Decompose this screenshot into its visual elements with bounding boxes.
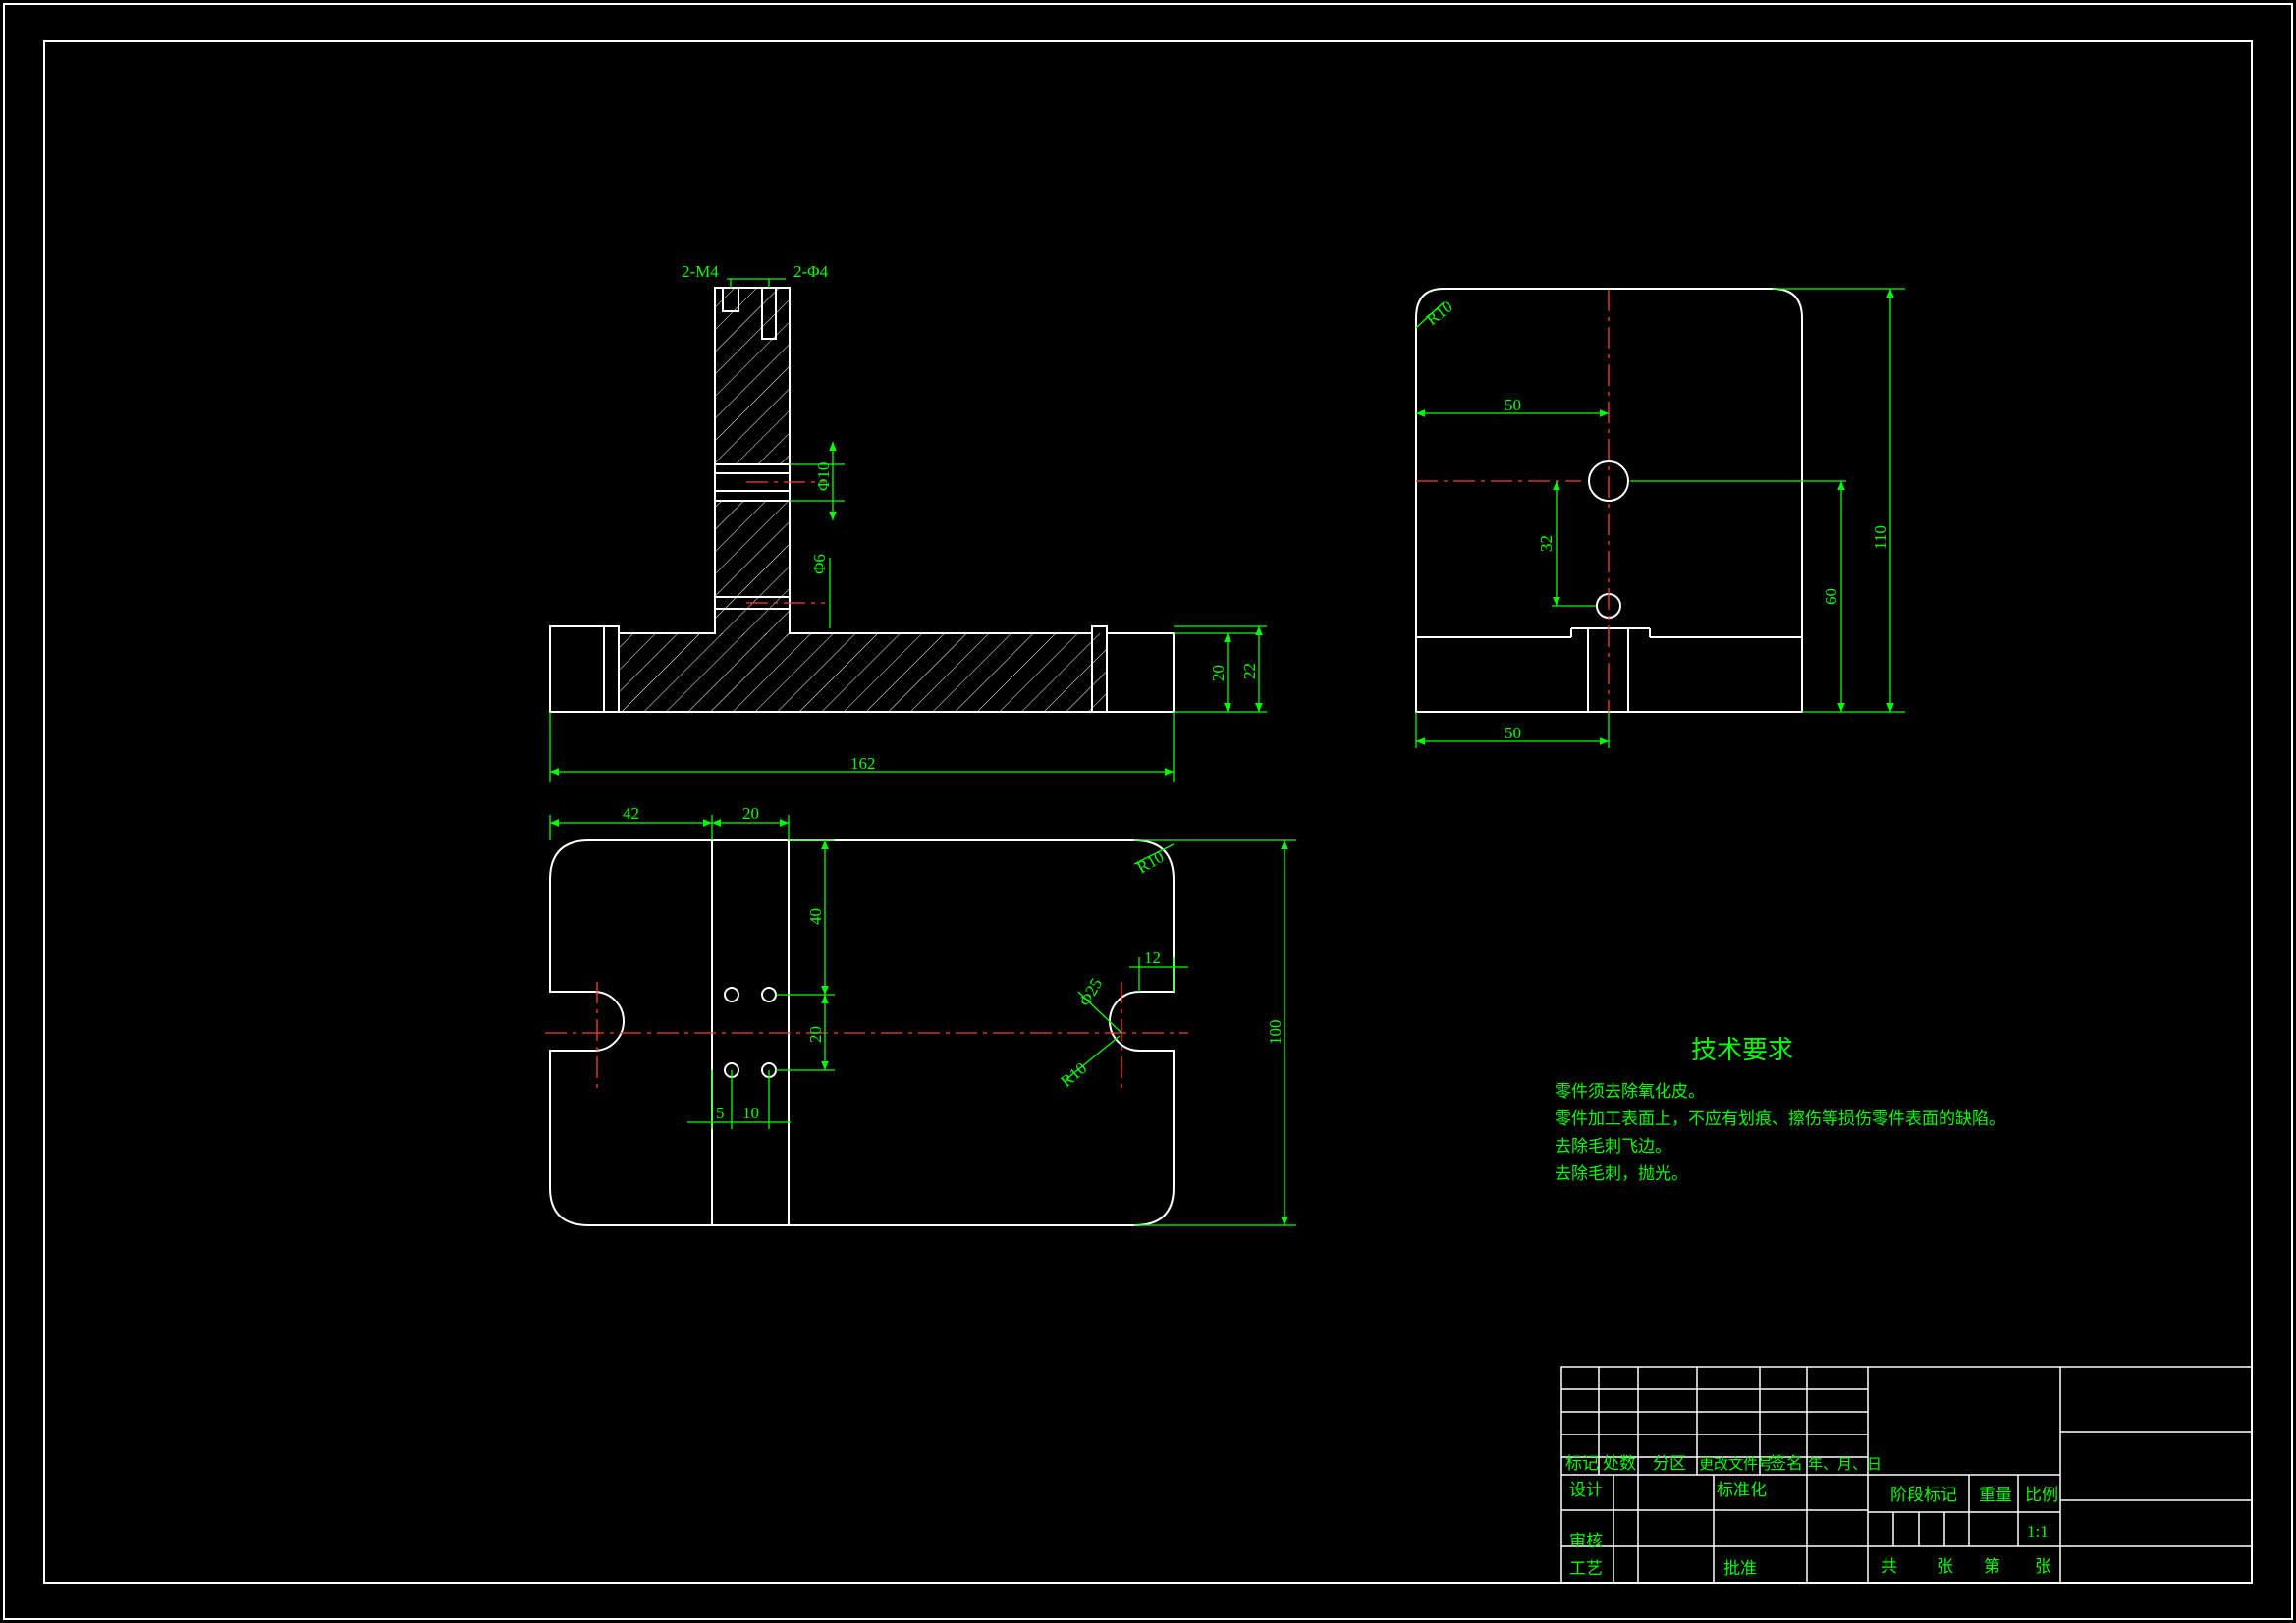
side-dim-bottom: 50 xyxy=(1504,724,1521,742)
tb-total: 共 xyxy=(1881,1557,1897,1576)
top-dim-phi: Φ25 xyxy=(1075,975,1106,1009)
top-dim-r10-corner: R10 xyxy=(1134,847,1168,878)
top-view-dimensions: 42 20 40 20 5 10 12 Φ25 R10 R10 100 xyxy=(549,804,1296,1226)
top-dim-20-top: 20 xyxy=(742,804,759,823)
tb-approve: 批准 xyxy=(1723,1559,1757,1578)
side-radius: R10 xyxy=(1423,298,1456,329)
tech-item-3: 去除毛刺飞边。 xyxy=(1555,1137,1671,1156)
dim-height-22: 22 xyxy=(1240,663,1259,679)
tb-date: 年、月、日 xyxy=(1808,1456,1882,1473)
tech-item-2: 零件加工表面上，不应有划痕、擦伤等损伤零件表面的缺陷。 xyxy=(1555,1109,2005,1128)
callout-thread: 2-M4 xyxy=(682,262,719,281)
top-dim-20-side: 20 xyxy=(806,1026,825,1043)
dim-small-bore: Φ6 xyxy=(810,554,829,574)
tb-scale: 比例 xyxy=(2025,1486,2058,1504)
tb-standardize: 标准化 xyxy=(1717,1481,1767,1499)
inner-frame xyxy=(43,40,2253,1584)
title-block xyxy=(1560,1366,2253,1584)
tb-stage: 阶段标记 xyxy=(1890,1486,1957,1504)
top-dim-40: 40 xyxy=(806,908,825,925)
outer-border xyxy=(3,3,2293,1620)
side-dim-60: 60 xyxy=(1822,588,1840,605)
title-block-labels: 标记 处数 分区 更改文件号 签名 年、月、日 设计 标准化 审核 工艺 批准 … xyxy=(1565,1454,2058,1578)
side-dim-110: 110 xyxy=(1871,525,1889,550)
tb-mark: 标记 xyxy=(1565,1454,1599,1473)
tech-item-1: 零件须去除氧化皮。 xyxy=(1555,1082,1705,1101)
top-dim-100: 100 xyxy=(1266,1020,1285,1046)
side-view xyxy=(1415,288,1803,713)
tb-count: 处数 xyxy=(1603,1454,1636,1473)
top-dim-12: 12 xyxy=(1144,948,1161,967)
top-dim-42: 42 xyxy=(623,804,639,823)
tb-zone: 分区 xyxy=(1653,1454,1686,1473)
tb-scale-value: 1:1 xyxy=(2027,1522,2049,1541)
dim-length: 162 xyxy=(850,754,876,773)
dim-height-20: 20 xyxy=(1209,665,1228,681)
top-view xyxy=(545,839,1188,1226)
tech-item-4: 去除毛刺，抛光。 xyxy=(1555,1164,1688,1183)
tech-title: 技术要求 xyxy=(1691,1036,1793,1064)
tb-doc: 更改文件号 xyxy=(1699,1456,1773,1473)
section-view-dimensions: 2-M4 2-Φ4 Φ10 Φ6 20 22 162 xyxy=(549,262,1267,782)
callout-hole: 2-Φ4 xyxy=(793,262,829,281)
tb-design: 设计 xyxy=(1569,1481,1603,1499)
technical-requirements: 技术要求 零件须去除氧化皮。 零件加工表面上，不应有划痕、擦伤等损伤零件表面的缺… xyxy=(1555,1036,2005,1183)
tb-sheet-unit-2: 张 xyxy=(2035,1557,2051,1576)
dim-bore: Φ10 xyxy=(814,462,833,491)
side-view-dimensions: R10 50 32 60 110 50 xyxy=(1415,288,1905,748)
side-dim-32: 32 xyxy=(1537,535,1556,552)
tb-review: 审核 xyxy=(1569,1532,1603,1550)
top-dim-5: 5 xyxy=(716,1104,725,1122)
tb-process: 工艺 xyxy=(1569,1559,1603,1578)
section-view xyxy=(549,287,1175,713)
tb-weight: 重量 xyxy=(1979,1486,2012,1504)
side-dim-top: 50 xyxy=(1504,396,1521,414)
tb-sheet-unit-1: 张 xyxy=(1937,1557,1953,1576)
tb-sheet-no: 第 xyxy=(1984,1557,2000,1576)
top-dim-10: 10 xyxy=(742,1104,759,1122)
tb-sign: 签名 xyxy=(1770,1454,1803,1473)
